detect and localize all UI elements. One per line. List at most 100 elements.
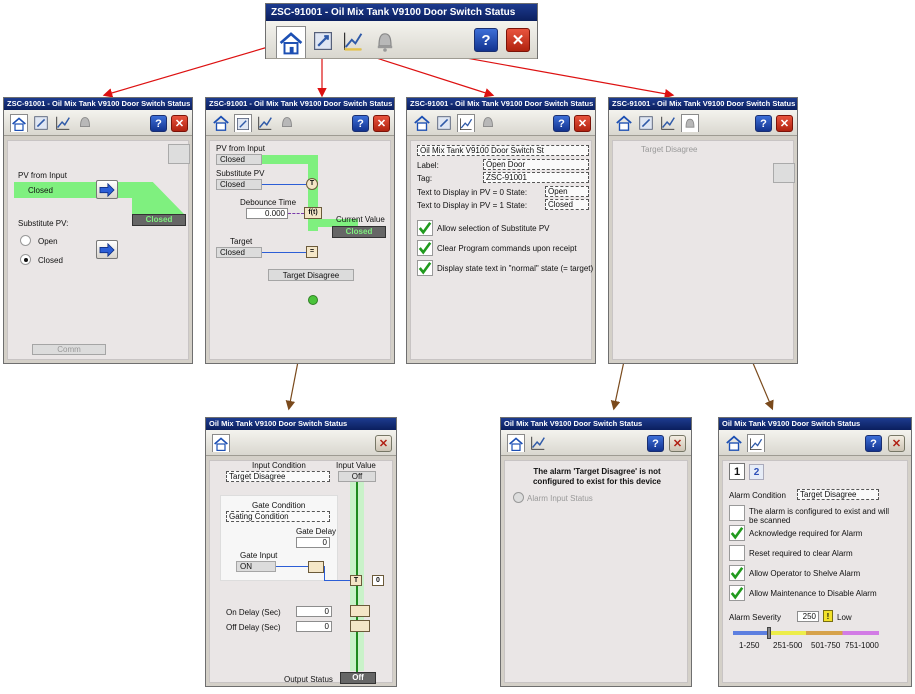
home-tab[interactable] [413, 114, 431, 132]
faceplate-options-icon[interactable] [773, 163, 795, 183]
tag-field[interactable]: ZSC-91001 [483, 172, 589, 183]
alarm-tab[interactable] [372, 28, 398, 54]
use-substitute-button[interactable] [96, 240, 118, 259]
pv1-label: Text to Display in PV = 1 State: [417, 201, 528, 210]
help-button[interactable]: ? [352, 115, 369, 132]
close-button[interactable]: ✕ [171, 115, 188, 132]
check-label-1: Clear Program commands upon receipt [437, 244, 577, 253]
scale-label-3: 751-1000 [845, 641, 879, 650]
severity-slider-thumb[interactable] [767, 627, 771, 639]
substitute-pv-label: Substitute PV: [18, 219, 69, 228]
trend-tab[interactable] [659, 114, 677, 132]
checkbox-disable[interactable] [729, 585, 745, 601]
window-title: ZSC-91001 - Oil Mix Tank V9100 Door Swit… [407, 98, 595, 110]
home-tab[interactable] [615, 114, 633, 132]
checkbox-shelve[interactable] [729, 565, 745, 581]
off-delay-value[interactable]: 0 [296, 621, 332, 632]
target-disagree-button[interactable]: Target Disagree [268, 269, 354, 281]
home-tab[interactable] [276, 26, 306, 58]
alarm-input-status-label: Alarm Input Status [527, 494, 593, 503]
engineering-icon [639, 116, 653, 130]
pv-from-input-value: Closed [28, 186, 53, 195]
help-button[interactable]: ? [647, 435, 664, 452]
pv0-field[interactable]: Open [545, 186, 589, 197]
home-tab[interactable] [10, 114, 28, 132]
close-button[interactable]: ✕ [776, 115, 793, 132]
trend-tab[interactable] [340, 28, 366, 54]
help-button[interactable]: ? [474, 28, 498, 52]
label-field[interactable]: Open Door [483, 159, 589, 170]
engineering-tab[interactable] [310, 28, 336, 54]
trend-icon [56, 116, 70, 130]
engineering-tab[interactable] [32, 114, 50, 132]
checkbox-display-state[interactable] [417, 260, 433, 276]
page-tab-1[interactable]: 1 [729, 463, 745, 480]
home-tab[interactable] [725, 434, 743, 452]
gate-delay-value[interactable]: 0 [296, 537, 330, 548]
debounce-value[interactable]: 0.000 [246, 208, 288, 219]
engineering-icon [237, 117, 249, 130]
radio-closed[interactable] [20, 254, 31, 265]
sub-line [262, 184, 306, 185]
on-delay-value[interactable]: 0 [296, 606, 332, 617]
trend-tab[interactable] [529, 434, 547, 452]
close-button[interactable]: ✕ [574, 115, 591, 132]
use-input-button[interactable] [96, 180, 118, 199]
alarm-tab[interactable] [76, 114, 94, 132]
home-tab[interactable] [212, 434, 230, 452]
checkbox-allow-substitute[interactable] [417, 220, 433, 236]
gate-condition-label: Gate Condition [252, 501, 306, 510]
substitute-pv-value: Closed [216, 179, 262, 190]
close-button[interactable]: ✕ [888, 435, 905, 452]
on-delay-block [350, 605, 370, 617]
debounce-label: Debounce Time [240, 198, 297, 207]
severity-value[interactable]: 250 [797, 611, 819, 622]
help-button[interactable]: ? [553, 115, 570, 132]
faceplate-options-icon[interactable] [168, 144, 190, 164]
arrow-right-icon [99, 182, 115, 197]
close-button[interactable]: ✕ [373, 115, 390, 132]
engineering-tab[interactable] [234, 114, 252, 132]
close-button[interactable]: ✕ [669, 435, 686, 452]
checkbox-clear-commands[interactable] [417, 240, 433, 256]
close-button[interactable]: ✕ [506, 28, 530, 52]
alarm-tab[interactable] [681, 114, 699, 132]
home-tab[interactable] [507, 434, 525, 452]
off-delay-label: Off Delay (Sec) [226, 623, 281, 632]
input-value: Off [338, 471, 376, 482]
engineering-icon [314, 32, 332, 50]
pv1-field[interactable]: Closed [545, 199, 589, 210]
page-tab-2[interactable]: 2 [749, 464, 764, 480]
bell-icon [483, 117, 493, 128]
severity-flag-icon: ! [823, 610, 833, 622]
alarm-tab[interactable] [278, 114, 296, 132]
checkbox-acknowledge[interactable] [729, 525, 745, 541]
home-icon [279, 31, 303, 54]
help-icon: ? [155, 117, 162, 130]
engineering-tab[interactable] [435, 114, 453, 132]
alarm-input-status-radio [513, 492, 524, 503]
trend-tab[interactable] [54, 114, 72, 132]
description-field[interactable]: Oil Mix Tank V9100 Door Switch St [417, 145, 589, 156]
checkbox-configured-exist[interactable] [729, 505, 745, 521]
help-button[interactable]: ? [755, 115, 772, 132]
help-button[interactable]: ? [150, 115, 167, 132]
close-button[interactable]: ✕ [375, 435, 392, 452]
engineering-tab[interactable] [637, 114, 655, 132]
help-button[interactable]: ? [865, 435, 882, 452]
trend-tab[interactable] [747, 434, 765, 452]
alarm-condition-field: Target Disagree [797, 489, 879, 500]
trend-tab[interactable] [256, 114, 274, 132]
radio-open[interactable] [20, 235, 31, 246]
target-line [262, 252, 306, 253]
target-disagree-alarm-link[interactable]: Target Disagree [641, 145, 698, 154]
checkbox-reset[interactable] [729, 545, 745, 561]
debounce-line [288, 213, 304, 214]
scale-label-0: 1-250 [739, 641, 760, 650]
status-check-icon [308, 295, 318, 305]
alarm-tab[interactable] [479, 114, 497, 132]
trend-tab[interactable] [457, 114, 475, 132]
home-tab[interactable] [212, 114, 230, 132]
input-condition-label: Input Condition [252, 461, 306, 470]
home-icon [414, 115, 430, 131]
